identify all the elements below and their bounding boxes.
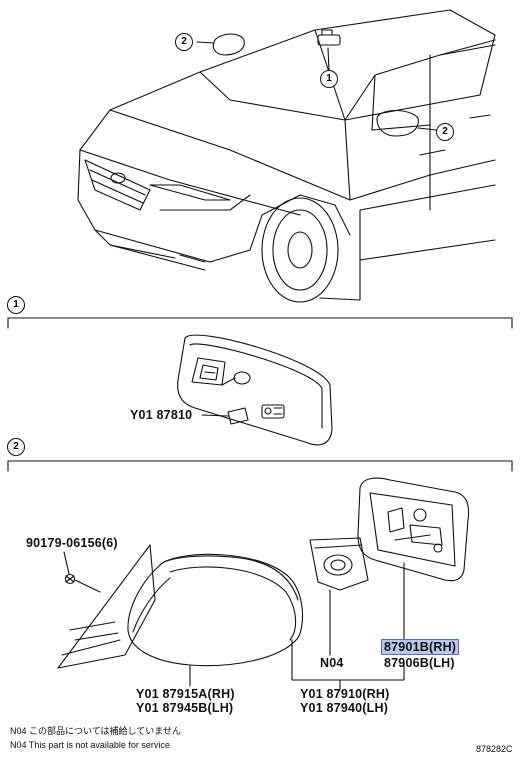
section-1-marker: 1 (7, 296, 25, 314)
part-bolt[interactable]: 90179-06156(6) (26, 536, 118, 550)
section-2-bracket (7, 460, 513, 472)
part-glass-lh[interactable]: 87906B(LH) (384, 656, 455, 670)
part-outer-mirror-lh[interactable]: Y01 87940(LH) (300, 701, 389, 715)
note-english: N04 This part is not available for servi… (10, 740, 170, 750)
part-outer-mirror-rh[interactable]: Y01 87910(RH) (300, 687, 390, 701)
callout-2-windshield[interactable]: 2 (175, 33, 193, 51)
callout-1-inner-mirror[interactable]: 1 (320, 70, 338, 88)
section-2-marker: 2 (7, 438, 25, 456)
inner-rear-view-mirror (177, 334, 333, 446)
part-cover-rh[interactable]: Y01 87915A(RH) (136, 687, 235, 701)
section-1-bracket (7, 317, 513, 329)
part-inner-mirror[interactable]: Y01 87810 (130, 408, 193, 422)
part-glass-rh[interactable]: 87901B(RH) (380, 639, 460, 655)
note-japanese: N04 この部品については補給していません (10, 726, 182, 736)
car-illustration (77, 9, 496, 303)
part-cover-lh[interactable]: Y01 87945B(LH) (136, 701, 234, 715)
callout-2-door-mirror[interactable]: 2 (436, 123, 454, 141)
door-mirror-assembly (57, 477, 470, 691)
part-glass-rh-highlight[interactable]: 87901B(RH) (380, 639, 460, 655)
part-n04: N04 (320, 656, 344, 670)
figure-id: 878282C (476, 744, 513, 754)
